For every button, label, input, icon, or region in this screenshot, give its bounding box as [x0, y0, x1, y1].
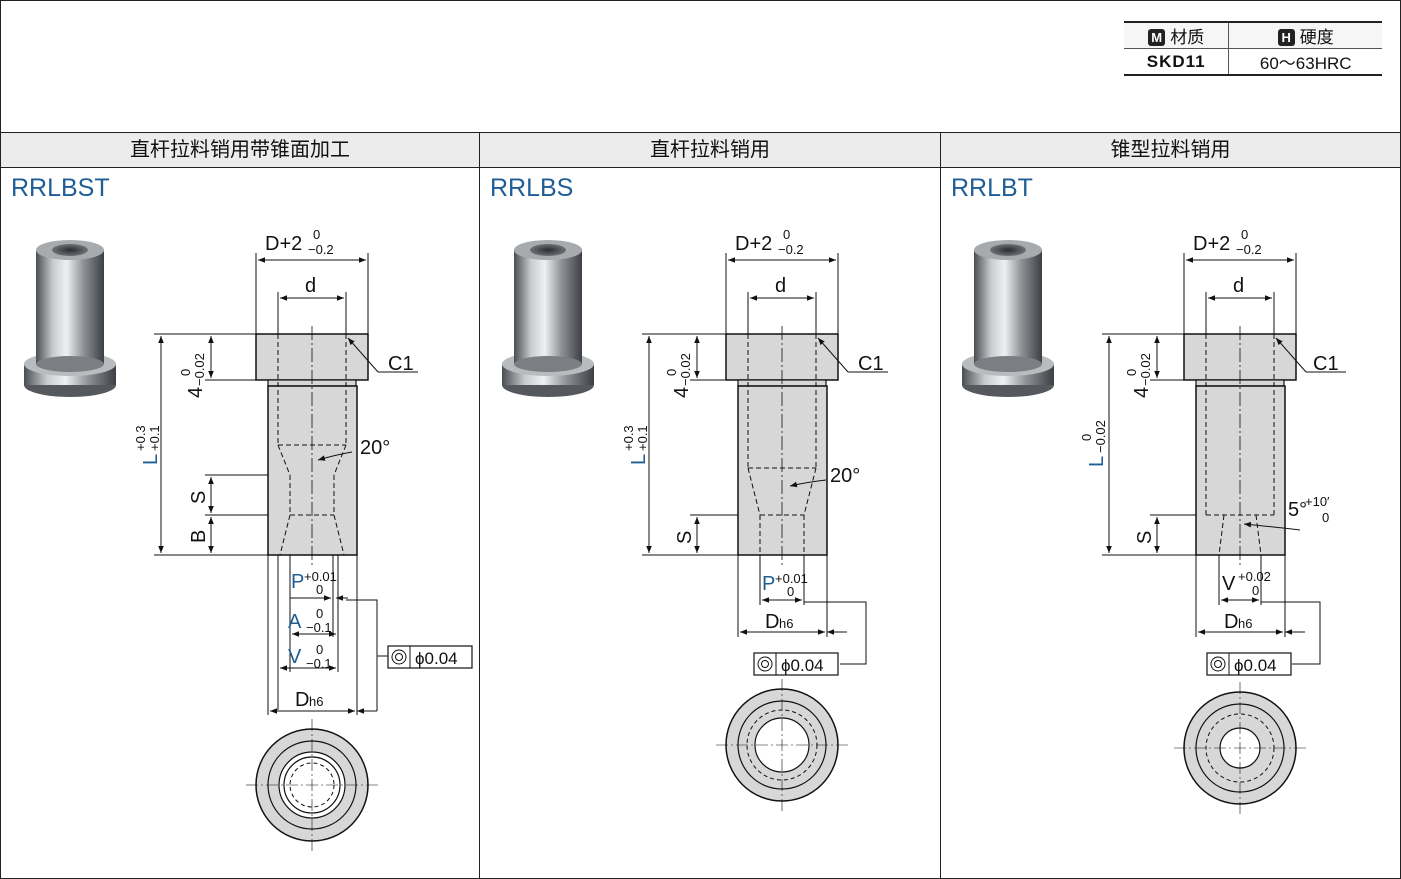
- rrlbst-v-upper: 0: [316, 642, 323, 657]
- rrlbs-concentricity-value: ϕ0.04: [781, 656, 824, 675]
- rrlbt-chamfer-label: C1: [1313, 353, 1339, 375]
- rrlbs-chamfer-label: C1: [858, 353, 884, 375]
- material-value: SKD11: [1124, 48, 1229, 76]
- rrlbst-concentricity-value: ϕ0.04: [415, 649, 458, 668]
- rrlbst-p-lower: 0: [316, 582, 323, 597]
- hardness-badge-icon: H: [1277, 29, 1295, 46]
- rrlbt-side-view: [1102, 253, 1346, 676]
- rrlbt-product-photo: [962, 240, 1054, 397]
- rrlbt-length-upper: 0: [1079, 434, 1094, 441]
- product-code-rrlbst: RRLBST: [11, 174, 110, 202]
- product-code-rrlbt: RRLBT: [951, 174, 1033, 202]
- rrlbs-length-label: L: [628, 454, 650, 465]
- rrlbt-s-label: S: [1134, 531, 1156, 544]
- rrlbt-bore-label: d: [1233, 275, 1244, 297]
- rrlbst-p-upper: +0.01: [304, 569, 337, 584]
- rrlbst-length-lower: +0.1: [147, 425, 162, 451]
- rrlbs-side-view: [642, 253, 888, 676]
- rrlbst-overall-width-lower: −0.2: [308, 242, 334, 257]
- rrlbs-overall-width-lower: −0.2: [778, 242, 804, 257]
- rrlbst-chamfer-label: C1: [388, 353, 414, 375]
- rrlbst-length-upper: +0.3: [133, 425, 148, 451]
- rrlbst-end-view: [246, 719, 378, 851]
- rrlbt-head-height-lower: −0.02: [1138, 353, 1153, 386]
- rrlbt-overall-width-lower: −0.2: [1236, 242, 1262, 257]
- rrlbt-overall-width-upper: 0: [1241, 227, 1248, 242]
- rrlbt-shaft-sub: h6: [1238, 616, 1252, 631]
- column-header-rrlbt: 锥型拉料销用: [1110, 139, 1231, 161]
- rrlbst-head-height-upper: 0: [178, 369, 193, 376]
- rrlbs-product-photo: [502, 240, 594, 397]
- column-header-rrlbst: 直杆拉料销用带锥面加工: [130, 139, 350, 161]
- rrlbst-a-upper: 0: [316, 606, 323, 621]
- rrlbs-shaft-label: D: [765, 611, 779, 633]
- rrlbst-overall-width-upper: 0: [313, 227, 320, 242]
- rrlbt-v-lower: 0: [1252, 583, 1259, 598]
- rrlbt-concentricity-value: ϕ0.04: [1234, 656, 1277, 675]
- rrlbt-head-height-label: 4: [1131, 387, 1153, 398]
- rrlbst-product-photo: [24, 240, 116, 397]
- hardness-value: 60～63HRC: [1228, 48, 1382, 76]
- rrlbst-side-view: [154, 253, 473, 715]
- rrlbs-head-height-lower: −0.02: [678, 353, 693, 386]
- rrlbst-shaft-label: D: [295, 689, 309, 711]
- rrlbs-p-lower: 0: [787, 584, 794, 599]
- rrlbs-p-label: P: [762, 573, 775, 595]
- rrlbt-end-view: [1174, 682, 1306, 814]
- rrlbt-angle-upper: +10′: [1305, 494, 1330, 509]
- rrlbt-length-label: L: [1086, 456, 1108, 467]
- rrlbs-end-view: [716, 679, 848, 811]
- rrlbs-head-height-upper: 0: [664, 369, 679, 376]
- rrlbs-s-label: S: [674, 531, 696, 544]
- rrlbst-overall-width-label: D+2: [265, 233, 302, 255]
- rrlbs-overall-width-label: D+2: [735, 233, 772, 255]
- rrlbst-a-label: A: [288, 611, 302, 633]
- rrlbst-shaft-sub: h6: [309, 694, 323, 709]
- rrlbt-head-height-upper: 0: [1124, 369, 1139, 376]
- column-divider: [940, 132, 941, 878]
- rrlbt-v-upper: +0.02: [1238, 569, 1271, 584]
- rrlbs-length-upper: +0.3: [621, 425, 636, 451]
- rrlbs-bore-label: d: [775, 275, 786, 297]
- product-code-rrlbs: RRLBS: [490, 174, 574, 202]
- rrlbst-head-height-lower: −0.02: [192, 353, 207, 386]
- rrlbst-head-height-label: 4: [185, 387, 207, 398]
- rrlbt-v-label: V: [1222, 573, 1236, 595]
- rrlbs-p-upper: +0.01: [775, 571, 808, 586]
- rrlbt-angle-label: 5°: [1288, 499, 1307, 521]
- rrlbt-angle-lower: 0: [1322, 510, 1329, 525]
- rrlbst-length-label: L: [140, 454, 162, 465]
- rrlbst-s-label: S: [188, 491, 210, 504]
- rrlbs-shaft-sub: h6: [779, 616, 793, 631]
- rrlbst-b-label: B: [188, 530, 210, 543]
- rrlbt-shaft-label: D: [1224, 611, 1238, 633]
- column-divider: [479, 132, 480, 878]
- material-badge-icon: M: [1148, 29, 1166, 46]
- column-header-band: [1, 132, 1400, 168]
- rrlbs-angle-label: 20°: [830, 465, 860, 487]
- rrlbt-overall-width-label: D+2: [1193, 233, 1230, 255]
- rrlbst-p-label: P: [291, 571, 304, 593]
- rrlbst-angle-label: 20°: [360, 437, 390, 459]
- column-header-rrlbs: 直杆拉料销用: [650, 139, 770, 161]
- rrlbs-length-lower: +0.1: [635, 425, 650, 451]
- rrlbs-head-height-label: 4: [671, 387, 693, 398]
- rrlbst-v-label: V: [288, 646, 302, 668]
- rrlbst-bore-label: d: [305, 275, 316, 297]
- rrlbst-v-lower: −0.1: [306, 656, 332, 671]
- rrlbs-overall-width-upper: 0: [783, 227, 790, 242]
- rrlbt-length-lower: −0.02: [1093, 420, 1108, 453]
- rrlbst-a-lower: −0.1: [306, 620, 332, 635]
